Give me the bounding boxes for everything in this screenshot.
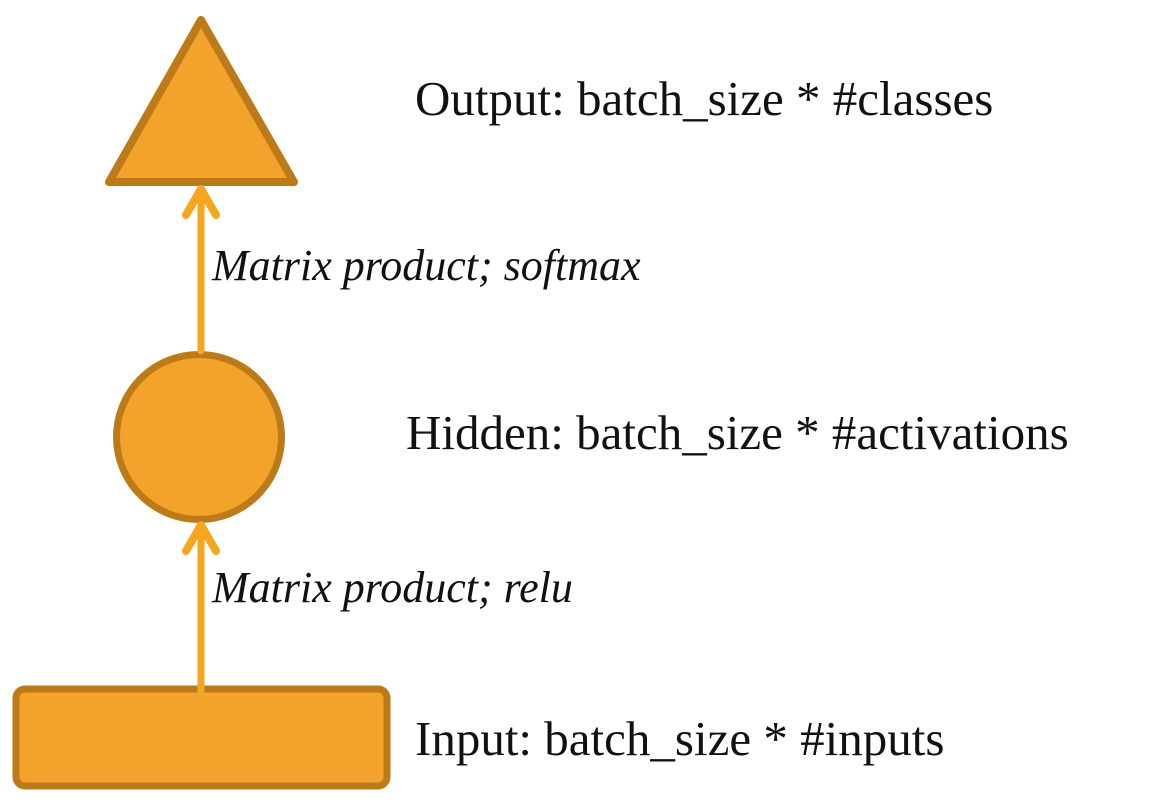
hidden-node-label: Hidden: batch_size * #activations — [406, 405, 1069, 460]
arrow-relu-icon — [182, 521, 220, 695]
hidden-circle-shape — [113, 351, 285, 523]
input-rect-shape — [12, 685, 391, 790]
output-triangle-shape — [105, 16, 298, 186]
output-node-label: Output: batch_size * #classes — [415, 71, 994, 126]
arrow-softmax-icon — [182, 185, 220, 355]
relu-edge-label: Matrix product; relu — [212, 563, 573, 612]
input-node-label: Input: batch_size * #inputs — [415, 711, 945, 766]
softmax-edge-label: Matrix product; softmax — [212, 241, 641, 290]
arrow-softmax-head — [182, 185, 220, 219]
arrow-relu-head — [182, 521, 220, 555]
